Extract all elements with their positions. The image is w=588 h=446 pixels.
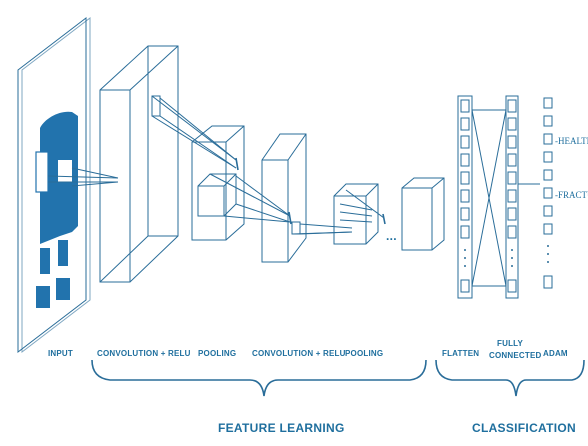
- flatten-column: [457, 95, 473, 299]
- label-input: INPUT: [48, 349, 73, 358]
- label-flatten: FLATTEN: [442, 349, 479, 358]
- group-label-classification: CLASSIFICATION: [472, 421, 576, 435]
- pool1-block: [191, 125, 292, 241]
- ellipsis: ...: [386, 229, 397, 243]
- fc-connections: [471, 109, 507, 287]
- label-connected: CONNECTED: [489, 351, 541, 360]
- output-column: -HEALTH -FRACTU: [543, 97, 588, 289]
- label-fully: FULLY: [497, 339, 524, 348]
- label-adam: ADAM: [543, 349, 568, 358]
- output-label-fracture: -FRACTU: [555, 190, 588, 200]
- label-conv1: CONVOLUTION + RELU: [97, 349, 191, 358]
- group-label-feature-learning: FEATURE LEARNING: [218, 421, 345, 435]
- pool2-block: ...: [333, 183, 397, 245]
- label-conv2: CONVOLUTION + RELU: [252, 349, 346, 358]
- classification-brace: [435, 359, 585, 397]
- label-pool1: POOLING: [198, 349, 236, 358]
- input-image: [17, 16, 119, 354]
- feature-learning-brace: [91, 359, 427, 397]
- fc-column: [505, 95, 519, 299]
- conv1-block: [99, 45, 239, 283]
- conv2-block: [261, 133, 353, 263]
- label-pool2: POOLING: [345, 349, 383, 358]
- final-feature-block: [401, 177, 445, 251]
- output-label-healthy: -HEALTH: [555, 136, 588, 146]
